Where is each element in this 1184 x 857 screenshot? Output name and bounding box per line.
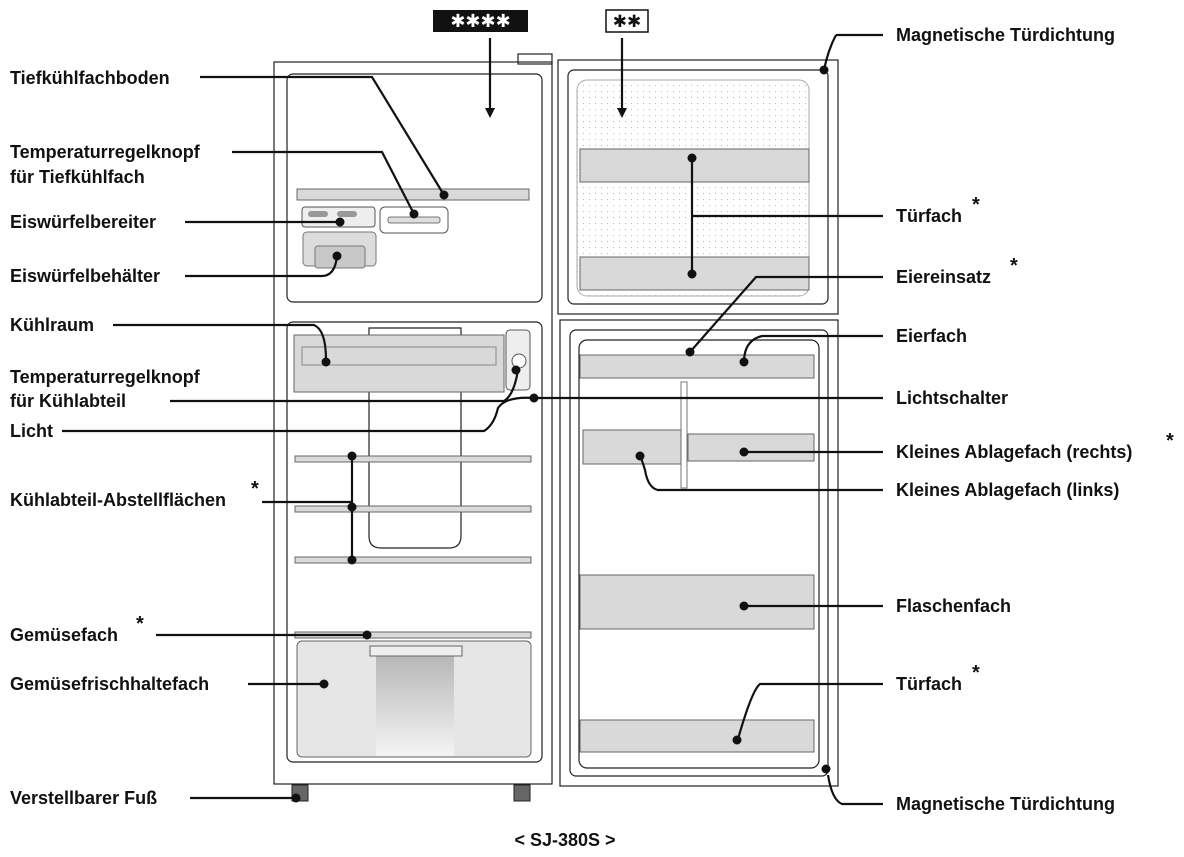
ice-bin bbox=[302, 231, 377, 269]
fridge-shelf-2 bbox=[294, 505, 532, 513]
freezer-symbol-right: ✱✱ bbox=[605, 9, 649, 33]
ice-maker bbox=[301, 206, 449, 234]
leader-lines bbox=[62, 33, 883, 806]
label-flaschenfach: Flaschenfach bbox=[896, 596, 1011, 616]
label-tiefkuehlfachboden: Tiefkühlfachboden bbox=[10, 68, 170, 88]
asterisk-abstellflaechen: * bbox=[251, 478, 259, 500]
arrow-head-icon bbox=[485, 108, 495, 118]
doors bbox=[557, 59, 839, 787]
freezer-symbol-left-text: ✱✱✱✱ bbox=[450, 11, 510, 32]
label-eiereinsatz: Eiereinsatz bbox=[896, 267, 991, 287]
freezer-symbol-left: ✱✱✱✱ bbox=[433, 10, 528, 32]
label-verstellbarer-fuss: Verstellbarer Fuß bbox=[10, 788, 157, 808]
label-ablage-rechts: Kleines Ablagefach (rechts) bbox=[896, 442, 1132, 462]
door-pocket-bottom bbox=[579, 719, 815, 753]
label-dichtung-unten: Magnetische Türdichtung bbox=[896, 794, 1115, 814]
foot-right bbox=[513, 784, 531, 802]
fridge-door-liner bbox=[578, 339, 820, 769]
cabinet-outline bbox=[273, 61, 553, 785]
label-ablage-links: Kleines Ablagefach (links) bbox=[896, 480, 1119, 500]
cabinet bbox=[273, 53, 553, 802]
egg-pocket bbox=[579, 354, 815, 379]
asterisk-ablage-rechts: * bbox=[1166, 430, 1174, 452]
labels-right: Magnetische Türdichtung Türfach * Eierei… bbox=[896, 25, 1174, 814]
label-lichtschalter: Lichtschalter bbox=[896, 388, 1008, 408]
labels-left: Tiefkühlfachboden Temperaturregelknopf f… bbox=[10, 68, 259, 808]
fridge-shelf-1 bbox=[294, 455, 532, 463]
arrow-head-icon bbox=[617, 108, 627, 118]
label-tuerfach-oben: Türfach bbox=[896, 206, 962, 226]
label-eiswuerfelbereiter: Eiswürfelbereiter bbox=[10, 212, 156, 232]
label-eierfach: Eierfach bbox=[896, 326, 967, 346]
label-gemuesefrischhaltefach: Gemüsefrischhaltefach bbox=[10, 674, 209, 694]
bottle-pocket bbox=[579, 574, 815, 630]
crisper-window bbox=[376, 652, 454, 756]
model-caption: < SJ-380S > bbox=[514, 830, 615, 850]
label-licht: Licht bbox=[10, 421, 53, 441]
freezer-shelf bbox=[296, 188, 530, 201]
freezer-door-pocket-upper bbox=[579, 148, 810, 183]
asterisk-tuerfach-unten: * bbox=[972, 662, 980, 684]
label-temperaturregelknopf-tiefkuehl-1: Temperaturregelknopf bbox=[10, 142, 201, 162]
freezer-compartment bbox=[286, 73, 543, 303]
label-temperaturregelknopf-tiefkuehl-2: für Tiefkühlfach bbox=[10, 167, 145, 187]
asterisk-gemuesefach: * bbox=[136, 613, 144, 635]
label-dichtung-oben: Magnetische Türdichtung bbox=[896, 25, 1115, 45]
freezer-door bbox=[557, 59, 839, 315]
crisper-handle bbox=[369, 645, 463, 657]
label-abstellflaechen: Kühlabteil-Abstellflächen bbox=[10, 490, 226, 510]
fridge-compartment bbox=[286, 321, 543, 763]
label-kuehlraum: Kühlraum bbox=[10, 315, 94, 335]
cabinet-top-hinge bbox=[517, 53, 553, 65]
label-gemuesefach: Gemüsefach bbox=[10, 625, 118, 645]
small-pocket-right bbox=[687, 433, 815, 462]
label-eiswuerfelbehaelter: Eiswürfelbehälter bbox=[10, 266, 160, 286]
fridge-shelf-3 bbox=[294, 556, 532, 564]
label-temperaturregelknopf-kuehl-2: für Kühlabteil bbox=[10, 391, 126, 411]
fridge-door bbox=[559, 319, 839, 787]
thermostat-knob bbox=[511, 353, 527, 369]
label-temperaturregelknopf-kuehl-1: Temperaturregelknopf bbox=[10, 367, 201, 387]
asterisk-eiereinsatz: * bbox=[1010, 255, 1018, 277]
freezer-symbol-right-text: ✱✱ bbox=[613, 12, 642, 32]
label-tuerfach-unten: Türfach bbox=[896, 674, 962, 694]
leader-dots bbox=[291, 65, 831, 803]
air-duct bbox=[368, 327, 462, 549]
small-pocket-left bbox=[582, 429, 682, 465]
asterisk-tuerfach-oben: * bbox=[972, 194, 980, 216]
